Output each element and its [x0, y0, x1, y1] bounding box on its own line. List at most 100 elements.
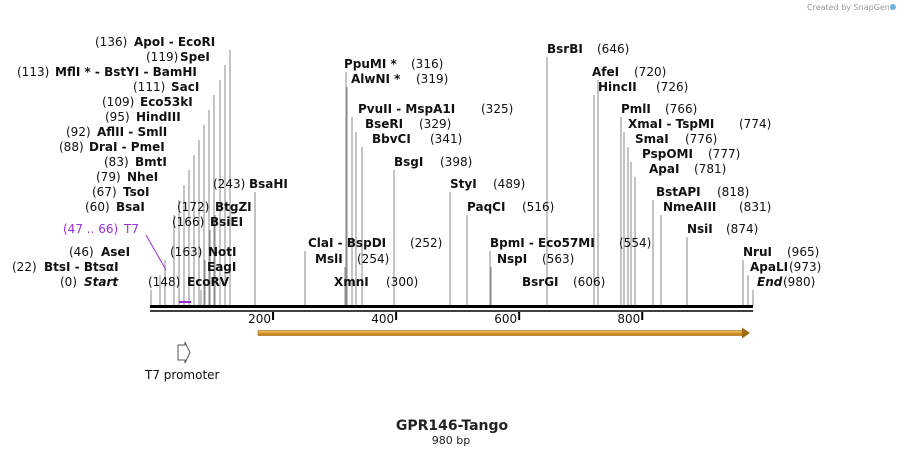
enzyme-name: EcoRV — [187, 275, 230, 289]
t7-site-range: (47 .. 66) — [63, 222, 118, 236]
cut-site-position: (874) — [726, 222, 758, 236]
cut-site-position: (831) — [739, 200, 771, 214]
cut-site-position: (973) — [789, 260, 821, 274]
cut-site-position: (92) — [66, 125, 91, 139]
cut-site-position: (252) — [410, 236, 442, 250]
cut-site-position: (563) — [542, 252, 574, 266]
cut-site: (606)BsrGI — [522, 275, 605, 289]
cut-site: (776) SmaI — [635, 132, 717, 146]
cut-site-position: (109) — [102, 95, 134, 109]
cut-site: (646) BsrBI — [547, 42, 629, 56]
cut-site: (136)ApoI - EcoRI — [95, 35, 215, 49]
cut-site-position: (781) — [694, 162, 726, 176]
cut-site-position: (243) — [213, 177, 245, 191]
snapgene-credit: Created by SnapGene — [807, 3, 896, 12]
enzyme-labels: (136)ApoI - EcoRI(119)SpeI (113) MflI * - … — [12, 35, 821, 289]
cut-site: (300)XmnI — [334, 275, 418, 289]
enzyme-name: NheI — [127, 170, 158, 184]
cut-site: (980)End — [757, 275, 815, 289]
enzyme-name: NmeAIII — [663, 200, 716, 214]
cut-site-position: (554) — [619, 236, 651, 250]
cut-site-position: (46) — [69, 245, 94, 259]
cut-site-position: (325) — [481, 102, 513, 116]
enzyme-name: BsrGI — [522, 275, 559, 289]
enzyme-name: Eco53kI — [140, 95, 193, 109]
orf-arrow — [257, 327, 750, 339]
cut-site: (329)BseRI — [365, 117, 451, 131]
scale-tick-label: 400 — [371, 312, 394, 326]
enzyme-name: MflI * - BstYI - BamHI — [55, 65, 197, 79]
enzyme-name: BtgZI — [215, 200, 252, 214]
enzyme-name: ApoI - EcoRI — [134, 35, 215, 49]
enzyme-name: SpeI — [180, 50, 210, 64]
cut-site: (83)BmtI — [104, 155, 167, 169]
cut-site: (341)BbvCI — [372, 132, 462, 146]
cut-site-position: (774) — [739, 117, 771, 131]
enzyme-name: NotI — [208, 245, 237, 259]
enzyme-name: ClaI - BspDI — [308, 236, 386, 250]
cut-site-position: (777) — [708, 147, 740, 161]
enzyme-name: PvuII - MspA1I — [358, 102, 455, 116]
cut-site: (166)BsiEI — [172, 215, 243, 229]
enzyme-name: PpuMI * — [344, 57, 398, 71]
enzyme-name: PaqCI — [467, 200, 505, 214]
cut-site-position: (254) — [357, 252, 389, 266]
cut-site-position: (67) — [92, 185, 117, 199]
sequence-backbone — [150, 305, 753, 312]
cut-site: (774)XmaI - TspMI — [628, 117, 771, 131]
cut-site-position: (776) — [685, 132, 717, 146]
cut-site: (163) NotI — [170, 245, 237, 259]
enzyme-name: BpmI - Eco57MI — [490, 236, 595, 250]
cut-site: (111) SacI — [133, 80, 199, 94]
enzyme-name: Start — [84, 275, 119, 289]
cut-site: (563)NspI — [497, 252, 574, 266]
cut-site-position: (111) — [133, 80, 165, 94]
cut-site: (0) Start — [60, 275, 119, 289]
enzyme-name: BsgI — [394, 155, 423, 169]
cut-site: (818)BstAPI — [656, 185, 749, 199]
cut-site: (109) Eco53kI — [102, 95, 193, 109]
enzyme-name: HincII — [598, 80, 637, 94]
enzyme-name: EagI — [207, 260, 236, 274]
enzyme-name: End — [757, 275, 783, 289]
enzyme-name: BseRI — [365, 117, 403, 131]
cut-site: (781)ApaI — [649, 162, 726, 176]
cut-site-position: (646) — [597, 42, 629, 56]
cut-site: EagI — [207, 260, 236, 274]
cut-site-position: (319) — [416, 72, 448, 86]
cut-site: (79)NheI — [96, 170, 158, 184]
cut-site: (119)SpeI — [146, 50, 210, 64]
cut-site: (88)DraI - PmeI — [59, 140, 165, 154]
t7-promoter-label: T7 promoter — [144, 368, 220, 382]
enzyme-name: ApaLI — [750, 260, 788, 274]
cut-site-position: (113) — [17, 65, 49, 79]
cut-site-position: (60) — [85, 200, 110, 214]
enzyme-name: BbvCI — [372, 132, 411, 146]
cut-site-position: (516) — [522, 200, 554, 214]
enzyme-name: AflII - SmlI — [97, 125, 167, 139]
enzyme-name: BstAPI — [656, 185, 701, 199]
enzyme-name: BsrBI — [547, 42, 583, 56]
enzyme-name: NruI — [743, 245, 772, 259]
cut-site: (489)StyI — [450, 177, 525, 191]
cut-site-position: (0) — [60, 275, 77, 289]
cut-site: (60)BsaI — [85, 200, 145, 214]
cut-site-position: (766) — [665, 102, 697, 116]
cut-site-position: (95) — [105, 110, 130, 124]
map-length: 980 bp — [432, 434, 470, 447]
enzyme-name: SacI — [171, 80, 199, 94]
cut-site: (766) PmlI — [621, 102, 697, 116]
enzyme-name: MslI — [315, 252, 343, 266]
cut-site: (172)BtgZI — [177, 200, 252, 214]
cut-site-position: (163) — [170, 245, 202, 259]
cut-site-position: (720) — [634, 65, 666, 79]
cut-site-position: (166) — [172, 215, 204, 229]
cut-site: (554) BpmI - Eco57MI — [490, 236, 651, 250]
enzyme-name: PmlI — [621, 102, 651, 116]
cut-site: (777)PspOMI — [642, 147, 740, 161]
map-title: GPR146-Tango — [396, 418, 509, 434]
enzyme-name: SmaI — [635, 132, 669, 146]
cut-site: (252) ClaI - BspDI — [308, 236, 442, 250]
cut-site: (92) AflII - SmlI — [66, 125, 167, 139]
